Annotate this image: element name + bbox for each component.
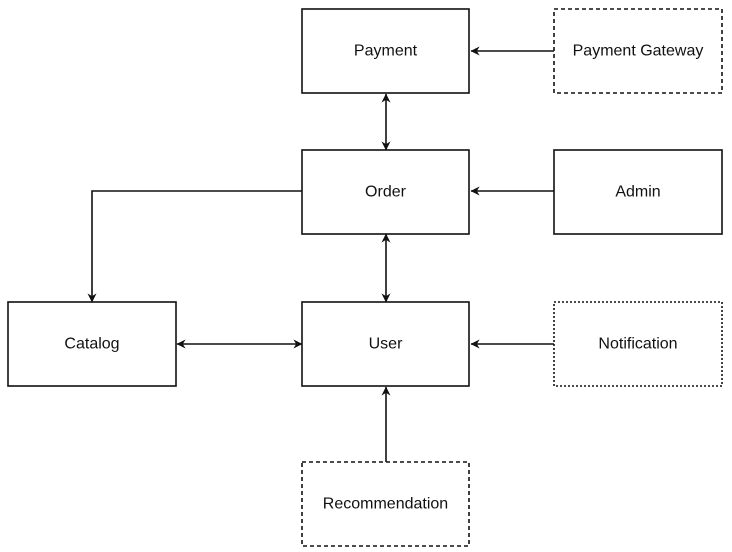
node-payment-gateway-label: Payment Gateway — [573, 43, 704, 60]
node-notification-label: Notification — [598, 336, 677, 353]
node-notification[interactable]: Notification — [553, 301, 723, 387]
node-payment[interactable]: Payment — [301, 8, 470, 94]
node-order[interactable]: Order — [301, 149, 470, 235]
node-admin[interactable]: Admin — [553, 149, 723, 235]
node-admin-label: Admin — [615, 184, 660, 201]
node-user[interactable]: User — [301, 301, 470, 387]
node-recommendation-label: Recommendation — [323, 496, 448, 513]
edge-order-to-catalog — [87, 190, 302, 303]
node-catalog[interactable]: Catalog — [7, 301, 177, 387]
node-order-label: Order — [365, 184, 407, 201]
node-user-label: User — [369, 336, 403, 353]
node-payment-gateway[interactable]: Payment Gateway — [553, 8, 723, 94]
node-catalog-label: Catalog — [64, 336, 119, 353]
node-payment-label: Payment — [354, 43, 418, 60]
edges — [87, 46, 554, 462]
node-recommendation[interactable]: Recommendation — [301, 461, 470, 547]
